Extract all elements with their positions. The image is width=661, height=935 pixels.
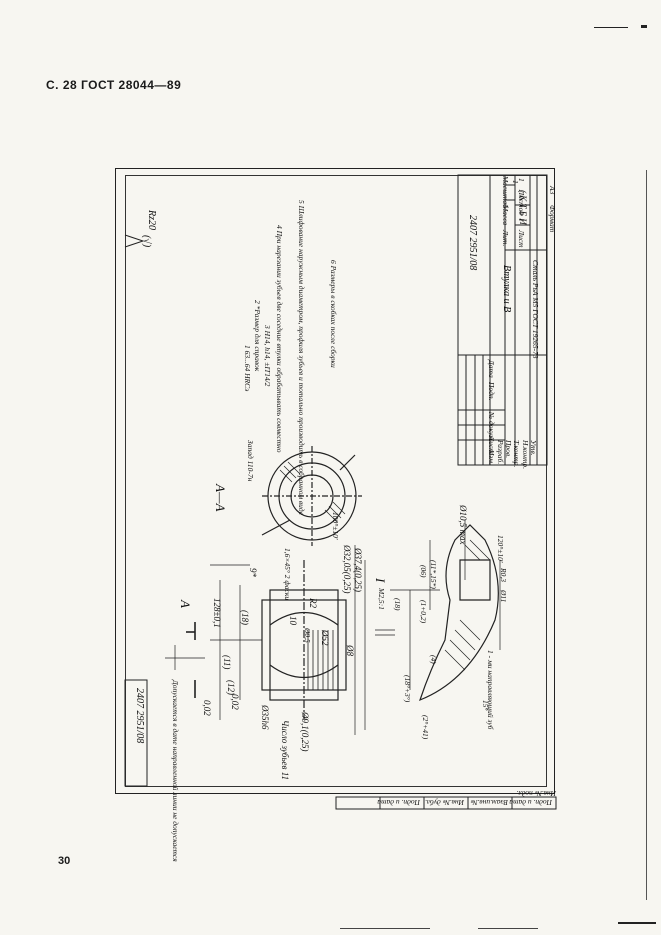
tolerance-note: Допускается в дате направленной линии не… [171,680,180,862]
dim-128: 128±0,1 [212,598,222,628]
strip-label-1: Инв.№ подл. [516,789,556,798]
dim-tooth-120: 120°±10' [496,535,505,563]
section-mark: A [178,600,193,608]
title-col-sign: Подп. [487,382,496,401]
title-sheet-value: 1 [517,218,526,222]
dim-tooth-105: Ø10,5 max [458,505,468,545]
page-header: С. 28 ГОСТ 28044—89 [46,78,182,92]
right-edge-line [646,170,647,900]
note-6: 6 Размеры в скобках после сборки [329,260,338,368]
drawing-sheet-border [115,168,555,794]
dim-tooth-06: (06) [419,565,428,578]
dim-12: (12) [226,680,236,695]
tolerance-value: 0,02 [202,700,212,716]
dim-outer-dia: Ø37,4(0,25) [353,548,363,592]
roughness-value: Rz20 [146,210,157,230]
title-row-3: Т.контр. [512,440,521,468]
dim-section-100: 100°±10' [331,512,340,540]
dim-18: (18) [240,610,250,625]
strip-label-5: Подп. и дата [377,798,420,807]
note-4: 4 При нарезании зубьев две соседние втул… [275,225,284,453]
title-format-label: Формат [548,205,557,233]
title-material: Сталь РьА М5 ГОСТ 19265-73 [531,260,540,359]
dim-tooth-angle-2: (18°+3°) [403,675,412,703]
diameter-label: Ø9,1(0,25) [300,712,310,752]
strip-label-3: Взам.инв.№ [470,798,508,807]
bottom-line [340,928,430,929]
dim-tooth-18: (18) [393,598,402,611]
title-col-date: Дата [487,360,496,378]
title-col-doc: № докум. [487,412,496,442]
dim-52: Ø52 [320,630,330,646]
dim-chamfer: 1,6×45° 2 фаски [283,548,292,601]
view-scale: M2,5:1 [377,588,386,610]
view-label: I [373,578,388,583]
teeth-count: Число зубьев 11 [280,720,290,781]
dim-tooth-4: (4) [429,655,438,664]
title-sheets-label: Листов [517,190,526,215]
bottom-line-2 [478,928,538,929]
drawing-frame [125,175,547,787]
dim-section-thread: Запад 110-7н [246,440,255,482]
title-mass-label: Масса [501,205,510,226]
dim-10: 10 [288,616,298,625]
note-3: 3 H14, h14, ±IT14/2 [263,325,272,387]
dim-r2: R2 [308,598,318,608]
dim-05: Ø0,5 [303,628,312,643]
dim-tooth-11: (11*,15*) [429,560,438,589]
dim-tooth-r03: R0,3 [499,568,508,582]
title-row-5: Утв. [529,440,538,456]
strip-label-2: Подп. и дата [509,798,552,807]
title-designation: 2407 2951/08 [467,215,478,271]
top-right-dot [641,25,647,28]
dim-inner-dia: Ø32,05(0,25) [342,545,352,594]
dim-35h6: Ø35h6 [260,705,270,730]
dim-8: Ø8 [345,645,355,656]
top-right-mark [594,27,628,28]
dim-tooth-angle-1: (2°+41) [421,715,430,740]
title-scale-label: Масштаб [501,176,510,208]
strip-label-4: Инв.№ дубл. [425,798,464,807]
note-1: 1 63...64 HRCэ [243,345,252,392]
title-sheets-value: 1 [517,178,526,182]
bottom-right-mark [618,922,656,924]
top-left-stamp: 2407 2951/08 [134,688,145,744]
note-5: 5 Шлифование наружным диаметром, профиля… [297,200,306,516]
note-2: 2 *Размер для справок [253,300,262,372]
dim-tooth-11-dia: Ø11 [499,590,508,603]
dim-9: 9* [248,568,258,577]
dim-tooth-1: (1+0,2) [419,600,428,624]
title-lit-label: Лит. [501,230,510,247]
title-sheet-label: Лист [517,230,526,248]
section-label: A—A [213,484,228,512]
title-part-name: Втулка и В [501,265,512,313]
dim-002: 0,02 [230,694,240,710]
roughness-note: (√) [141,235,152,248]
title-format-value: А3 [548,186,557,195]
dim-11: (11) [222,655,232,670]
tooth-note: 1 - ми направляющий зуб [486,650,495,730]
page-number: 30 [58,855,71,867]
